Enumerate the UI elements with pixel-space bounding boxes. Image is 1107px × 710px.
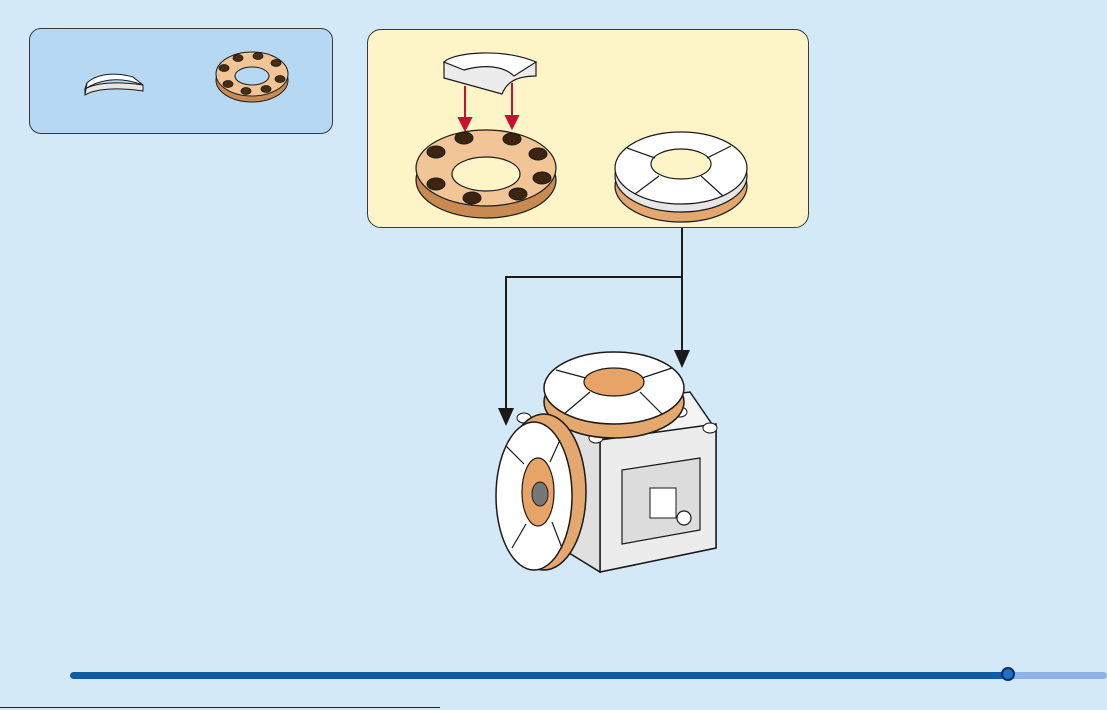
round-plate-part-icon xyxy=(216,52,288,102)
arrow-head-left xyxy=(498,408,514,426)
curved-tile-icon xyxy=(444,53,536,94)
curved-tile-part-icon xyxy=(85,74,143,95)
subassembly-diagram xyxy=(368,30,810,229)
finished-ring-icon xyxy=(615,132,747,222)
parts-callout-panel xyxy=(29,28,333,134)
progress-fill xyxy=(70,672,1008,679)
subassembly-panel xyxy=(367,29,809,228)
progress-track xyxy=(70,672,1107,679)
page-bottom-rule xyxy=(0,707,440,708)
round-plate-icon xyxy=(416,130,556,218)
arrow-head-right xyxy=(674,350,690,368)
parts-list xyxy=(30,29,334,135)
assembled-model-illustration xyxy=(496,352,717,572)
